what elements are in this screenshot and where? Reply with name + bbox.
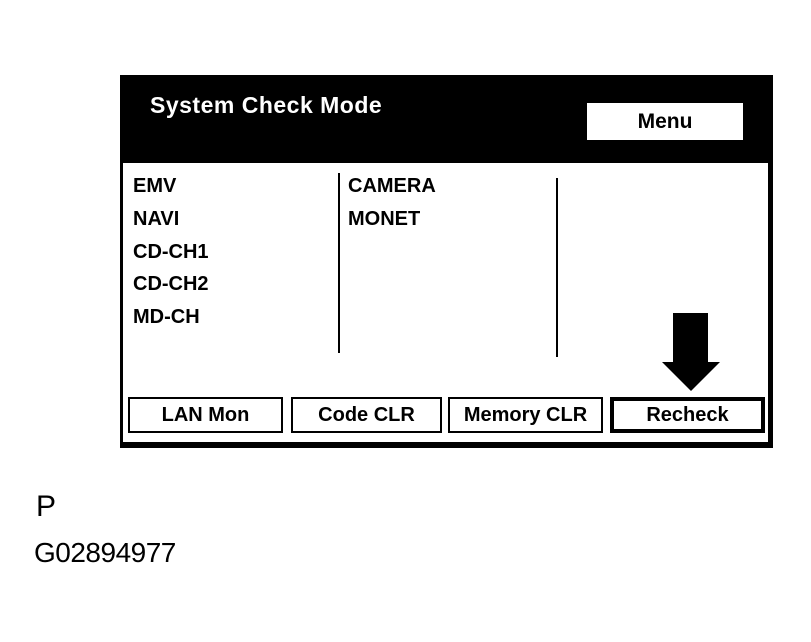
system-item: NAVI bbox=[133, 207, 180, 230]
column-divider-2 bbox=[556, 178, 558, 357]
lan-mon-button[interactable]: LAN Mon bbox=[128, 397, 283, 433]
panel-label: P bbox=[36, 490, 57, 523]
system-list-column-2: CAMERA MONET bbox=[348, 170, 436, 236]
system-item: EMV bbox=[133, 175, 177, 197]
code-clr-button[interactable]: Code CLR bbox=[291, 397, 442, 433]
figure-id: G02894977 bbox=[34, 537, 176, 568]
menu-button[interactable]: Menu bbox=[587, 103, 743, 140]
system-item: CD-CH1 bbox=[133, 240, 209, 263]
down-arrow-icon bbox=[662, 313, 720, 391]
screen-header: System Check Mode Menu bbox=[123, 78, 768, 163]
system-item: CAMERA bbox=[348, 175, 436, 197]
column-divider-1 bbox=[338, 173, 340, 353]
system-list-column-1: EMV NAVI CD-CH1 CD-CH2 MD-CH bbox=[133, 170, 209, 334]
system-item: CD-CH2 bbox=[133, 273, 209, 296]
memory-clr-button[interactable]: Memory CLR bbox=[448, 397, 603, 433]
system-check-screen: System Check Mode Menu EMV NAVI CD-CH1 C… bbox=[120, 75, 773, 448]
system-item: MONET bbox=[348, 207, 421, 230]
system-item: MD-CH bbox=[133, 306, 200, 329]
recheck-button[interactable]: Recheck bbox=[610, 397, 765, 433]
page-title: System Check Mode bbox=[150, 92, 383, 118]
